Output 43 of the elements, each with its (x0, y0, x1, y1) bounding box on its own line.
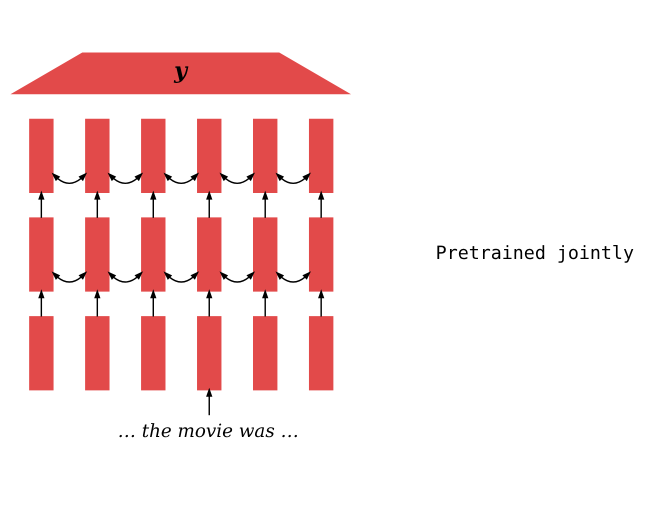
arrow (206, 289, 212, 316)
arrow (38, 289, 44, 316)
arrow (318, 190, 324, 218)
node-bar (29, 118, 54, 193)
node-bar (308, 316, 334, 390)
node-bar (197, 118, 222, 193)
node-bar (85, 118, 110, 193)
node-bar (141, 316, 166, 390)
node-bar (253, 118, 278, 193)
node-bar (85, 217, 110, 292)
arrow (220, 172, 255, 184)
node-bar (197, 217, 222, 292)
node-bar (29, 316, 54, 390)
node-bar (197, 316, 222, 390)
arrow (150, 289, 156, 316)
arrow (94, 289, 100, 316)
arrow (275, 172, 311, 184)
node-bar (308, 217, 334, 292)
arrow (52, 271, 88, 283)
arrow (262, 289, 268, 316)
arrow (318, 289, 324, 316)
arrow (206, 388, 212, 416)
node-bar (253, 217, 278, 292)
node-bar (253, 316, 278, 390)
arrow (262, 190, 268, 218)
node-bar (85, 316, 110, 390)
arrow (38, 190, 44, 218)
node-bar (141, 217, 166, 292)
arrow (108, 172, 144, 184)
node-bar (141, 118, 166, 193)
arrow (220, 271, 255, 283)
arrow (275, 271, 311, 283)
arrow (94, 190, 100, 218)
arrow (206, 190, 212, 218)
arrow (52, 172, 88, 184)
node-bar (29, 217, 54, 292)
node-bar (308, 118, 334, 193)
arrow (164, 172, 200, 184)
arrow (164, 271, 200, 283)
node-text: … the movie was … (118, 421, 299, 442)
arrow (108, 271, 144, 283)
label: Pretrained jointly (436, 243, 634, 264)
arrow (150, 190, 156, 218)
